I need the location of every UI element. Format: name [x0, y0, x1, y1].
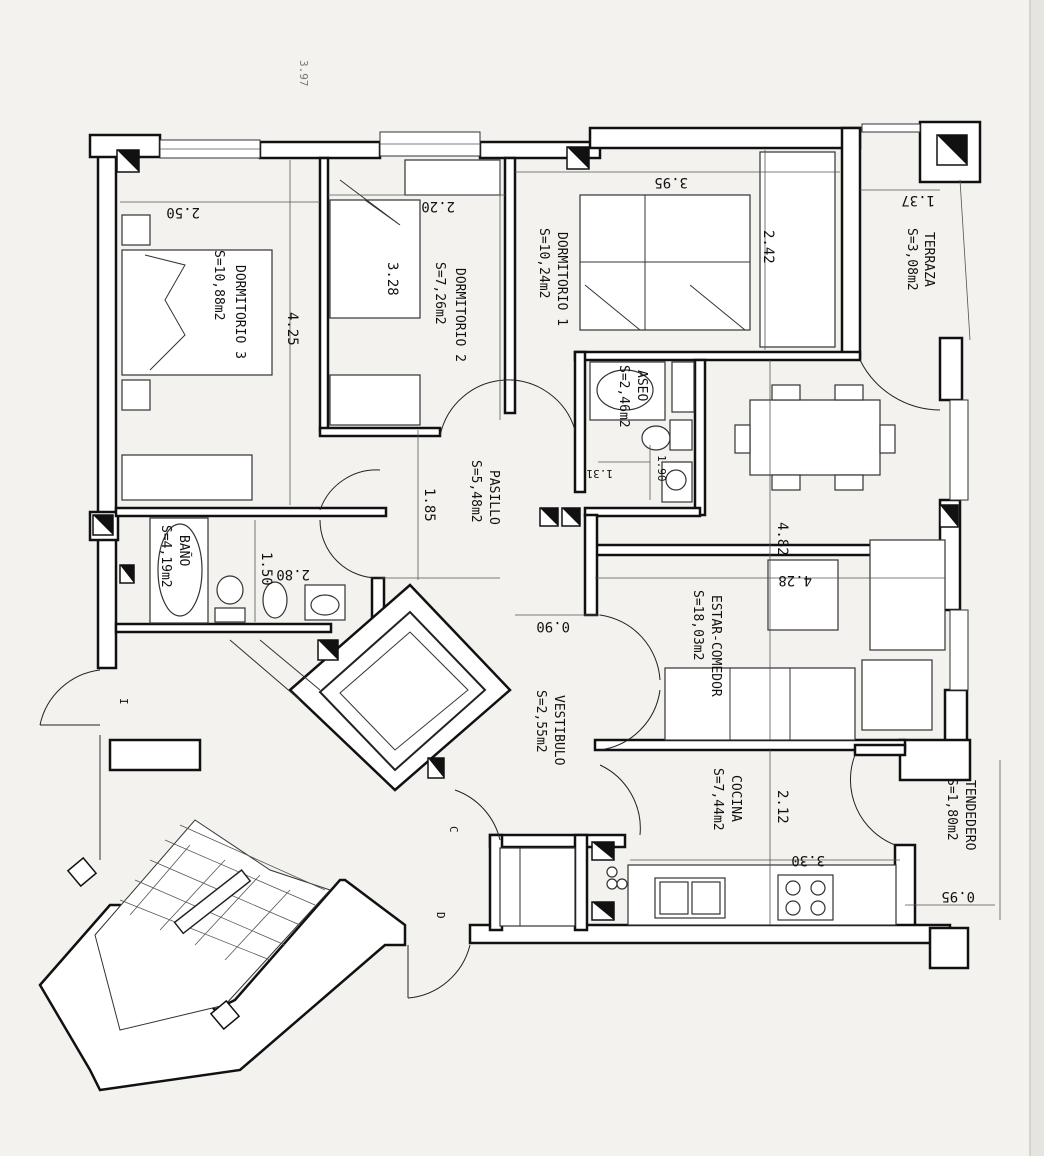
room-labels: DORMITORIO 3 S=10,88m2 DORMITORIO 2 S=7,… [158, 228, 977, 851]
paper-edge [1030, 0, 1044, 1156]
tendedero-area: S=1,80m2 [944, 778, 959, 841]
dim-4-28: 4.28 [778, 572, 812, 588]
pasillo-area: S=5,48m2 [468, 460, 483, 523]
dim-4-25: 4.25 [284, 312, 300, 346]
bano-area: S=4,19m2 [158, 525, 173, 588]
dormitorio2-name: DORMITORIO 2 [452, 268, 467, 362]
dim-2-50: 2.50 [166, 204, 200, 220]
marker-i: I [117, 698, 130, 705]
dim-4-82: 4.82 [774, 522, 790, 556]
vestibulo-area: S=2,55m2 [533, 690, 548, 753]
pasillo-name: PASILLO [486, 470, 501, 525]
terraza-name: TERRAZA [921, 232, 936, 287]
dormitorio3-name: DORMITORIO 3 [232, 265, 247, 359]
estar-area: S=18,03m2 [690, 590, 705, 660]
estar-name: ESTAR-COMEDOR [708, 595, 723, 697]
cocina-name: COCINA [728, 775, 743, 822]
outer-walls [88, 120, 982, 970]
dim-2-42: 2.42 [760, 230, 776, 264]
dim-1-37: 1.37 [901, 192, 935, 208]
dimension-lines [120, 150, 995, 925]
columns [66, 134, 968, 1031]
tendedero-name: TENDEDERO [962, 780, 977, 851]
furniture [121, 151, 946, 927]
aseo-area: S=2,46m2 [616, 365, 631, 428]
dim-3-95: 3.95 [654, 174, 688, 190]
terraza-area: S=3,08m2 [904, 228, 919, 291]
top-note: 3.97 [297, 60, 310, 87]
dim-1-90: 1.90 [655, 455, 668, 482]
dormitorio3-area: S=10,88m2 [211, 250, 226, 320]
marker-d: D [434, 912, 447, 919]
dimension-labels: 2.50 2.20 3.95 1.37 4.25 3.28 2.42 1.85 … [166, 174, 975, 904]
dormitorio2-area: S=7,26m2 [432, 262, 447, 325]
staircase [38, 735, 407, 1092]
dim-2-20: 2.20 [421, 198, 455, 214]
dormitorio1-name: DORMITORIO 1 [554, 232, 569, 326]
dim-2-80: 2.80 [276, 566, 310, 582]
elevator [229, 583, 512, 792]
vestibulo-name: VESTIBULO [551, 695, 566, 766]
dim-0-90: 0.90 [536, 618, 570, 634]
dim-1-85: 1.85 [421, 488, 437, 522]
dim-2-12: 2.12 [774, 790, 790, 824]
dim-1-31: 1.31 [587, 467, 614, 480]
markers: C D I [117, 698, 460, 919]
bano-name: BAÑO [176, 535, 192, 566]
marker-c: C [447, 826, 460, 833]
aseo-name: ASEO [634, 370, 649, 401]
dim-0-95: 0.95 [941, 888, 975, 904]
cocina-area: S=7,44m2 [710, 768, 725, 831]
interior-walls [114, 156, 942, 932]
doors [39, 359, 941, 999]
windows [159, 123, 1001, 920]
dim-1-50: 1.50 [258, 552, 274, 586]
dormitorio1-area: S=10,24m2 [536, 228, 551, 298]
dim-3-28: 3.28 [384, 262, 400, 296]
dim-3-30: 3.30 [791, 852, 825, 868]
